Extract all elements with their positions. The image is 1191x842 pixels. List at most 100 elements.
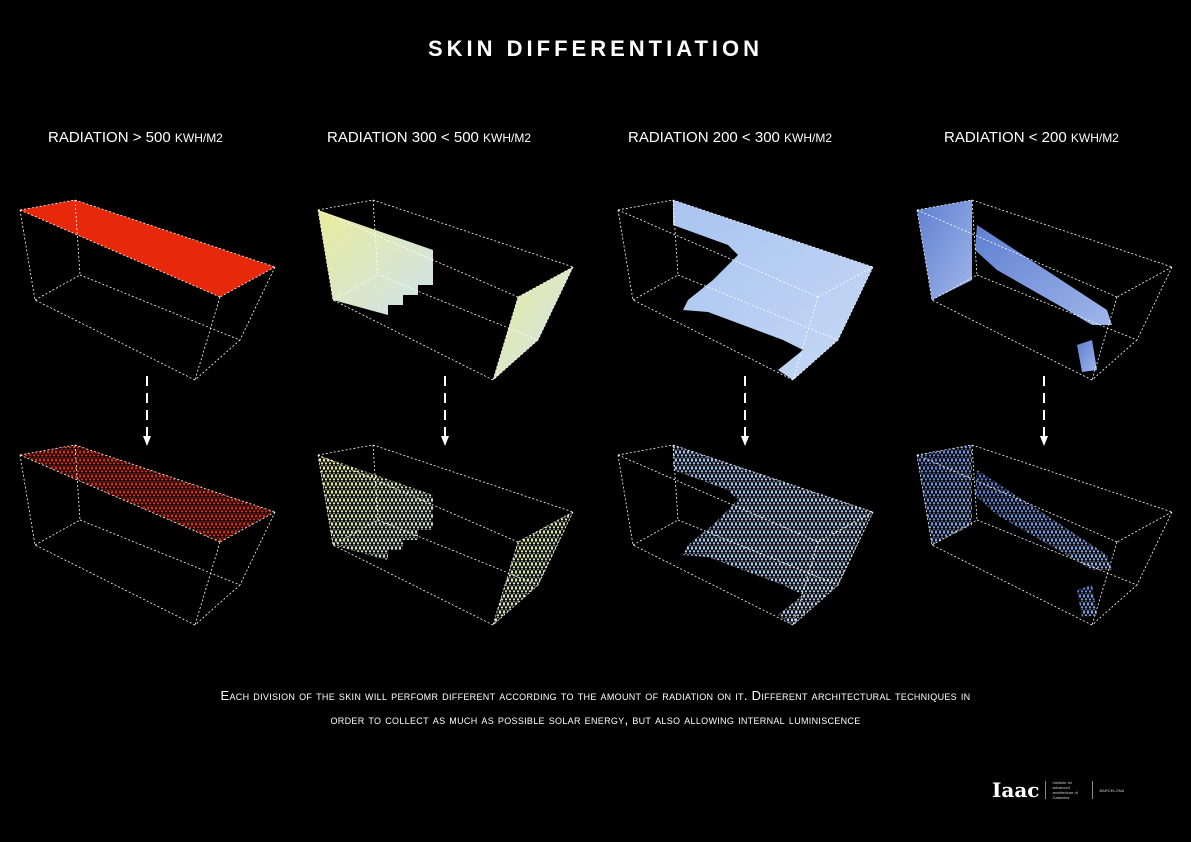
- box-edge: [317, 209, 334, 301]
- box-edge: [34, 544, 196, 626]
- box-edge: [74, 444, 81, 521]
- box-edge: [617, 454, 634, 546]
- box-edge: [372, 444, 574, 513]
- box-edge: [931, 544, 1093, 626]
- box-edge: [19, 454, 36, 546]
- logo-mark: Iaac: [992, 778, 1040, 802]
- box-edge: [837, 511, 874, 586]
- box-edge: [632, 519, 679, 546]
- logo-text: Institute for advanced architecture of C…: [1052, 780, 1078, 800]
- massing-box-col1-panelized: [19, 444, 276, 626]
- box-edge: [492, 296, 519, 381]
- box-edge: [817, 266, 874, 298]
- box-edge: [372, 199, 379, 276]
- box-edge: [79, 274, 241, 341]
- column-label-2: RADIATION 300 < 500 KWH/M2: [327, 129, 532, 146]
- box-edge: [79, 519, 241, 586]
- caption: Each division of the skin will perfomr d…: [0, 684, 1191, 732]
- iaac-logo: Iaac Institute for advanced architecture…: [992, 778, 1133, 802]
- box-edge: [194, 541, 221, 626]
- box-edge: [74, 444, 276, 513]
- box-edge: [1091, 296, 1118, 381]
- box-edge: [632, 544, 794, 626]
- box-edge: [792, 541, 819, 626]
- box-edge: [377, 519, 539, 586]
- page-title: SKIN DIFFERENTIATION: [427, 36, 764, 61]
- box-edge: [971, 444, 978, 521]
- box-edge: [19, 199, 76, 211]
- box-edge: [837, 266, 874, 341]
- arrow-down-icon: [441, 436, 449, 446]
- box-edge: [34, 299, 196, 381]
- box-edge: [317, 454, 519, 543]
- box-edge: [1116, 266, 1173, 298]
- box-edge: [632, 299, 794, 381]
- massing-box-col3-radiation: [617, 199, 874, 381]
- box-edge: [792, 296, 819, 381]
- box-edge: [1136, 511, 1173, 586]
- skin-face: [1077, 340, 1097, 372]
- box-edge: [34, 274, 81, 301]
- box-edge: [672, 444, 874, 513]
- box-edge: [239, 266, 276, 341]
- box-edge: [931, 299, 1093, 381]
- box-edge: [677, 519, 839, 586]
- box-edge: [317, 209, 519, 298]
- box-edge: [1091, 541, 1118, 626]
- box-edge: [317, 199, 374, 211]
- massing-box-col3-panelized: [617, 444, 874, 626]
- box-edge: [617, 209, 634, 301]
- box-edge: [19, 444, 76, 456]
- box-edge: [971, 444, 1173, 513]
- box-edge: [931, 274, 978, 301]
- box-edge: [332, 299, 494, 381]
- box-edge: [317, 444, 374, 456]
- box-edge: [332, 544, 494, 626]
- column-label-1: RADIATION > 500 KWH/M2: [48, 129, 223, 146]
- logo-city: BARCELONA: [1099, 787, 1125, 793]
- box-edge: [372, 199, 574, 268]
- box-edge: [74, 199, 81, 276]
- panel-mesh: [493, 512, 573, 625]
- box-edge: [1116, 511, 1173, 543]
- box-edge: [1136, 266, 1173, 341]
- panel-mesh: [917, 445, 972, 545]
- box-edge: [971, 199, 978, 276]
- box-edge: [194, 584, 241, 626]
- box-edge: [517, 511, 574, 543]
- column-label-3: RADIATION 200 < 300 KWH/M2: [628, 129, 833, 146]
- arrow-down-icon: [741, 436, 749, 446]
- box-edge: [1091, 339, 1138, 381]
- box-edge: [194, 296, 221, 381]
- box-edge: [672, 199, 679, 276]
- box-edge: [19, 209, 36, 301]
- box-edge: [976, 274, 1138, 341]
- box-edge: [537, 511, 574, 586]
- box-edge: [672, 199, 874, 268]
- box-edge: [916, 209, 1118, 298]
- box-edge: [916, 199, 973, 211]
- panel-mesh: [318, 455, 433, 560]
- box-edge: [19, 209, 221, 298]
- box-edge: [617, 199, 674, 211]
- box-edge: [817, 511, 874, 543]
- box-edge: [34, 519, 81, 546]
- box-edge: [219, 266, 276, 298]
- box-edge: [372, 444, 379, 521]
- massing-box-col2-radiation: [317, 199, 574, 381]
- box-edge: [377, 274, 539, 341]
- box-edge: [19, 454, 221, 543]
- massing-box-col4-radiation: [916, 199, 1173, 381]
- box-edge: [617, 454, 819, 543]
- box-edge: [677, 274, 839, 341]
- box-edge: [517, 266, 574, 298]
- caption-line-2: order to collect as much as possible sol…: [330, 712, 861, 727]
- box-edge: [976, 519, 1138, 586]
- box-edge: [617, 444, 674, 456]
- box-edge: [332, 519, 379, 546]
- box-edge: [492, 541, 519, 626]
- skin-face: [917, 200, 972, 300]
- box-edge: [971, 199, 1173, 268]
- panel-mesh: [673, 445, 873, 625]
